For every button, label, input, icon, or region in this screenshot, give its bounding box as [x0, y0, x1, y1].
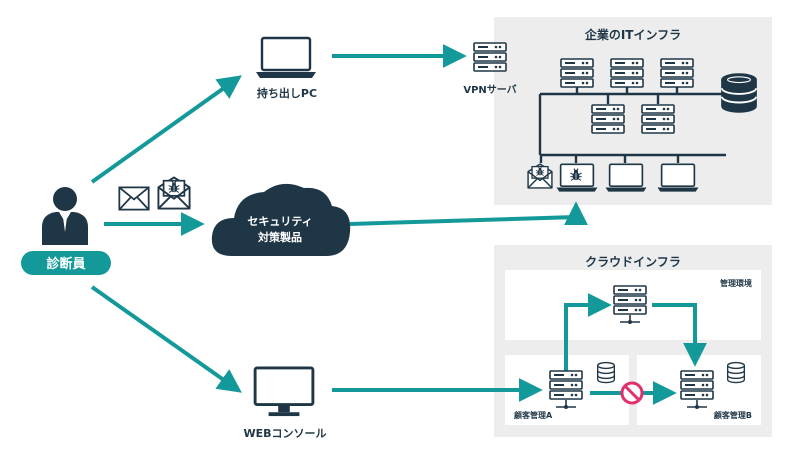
server-icon — [660, 58, 694, 88]
cloud-label-line2: 対策製品 — [257, 230, 302, 244]
vpn-label: VPNサーバ — [463, 84, 516, 96]
management-env-panel — [505, 270, 761, 340]
management-env-label: 管理環境 — [720, 278, 752, 288]
enterprise-network-lines — [538, 87, 726, 163]
person-label-pill — [21, 251, 111, 275]
person-label: 診断員 — [46, 256, 85, 272]
malware-mail-icon — [158, 177, 189, 208]
arrow-to-web-console — [90, 285, 242, 393]
enterprise-infra-title: 企業のITインフラ — [584, 27, 681, 42]
database-icon — [720, 73, 758, 113]
laptop-icon — [604, 163, 648, 193]
server-icon — [610, 58, 644, 88]
customer-b-database-icon — [726, 361, 746, 384]
arrow-to-laptop — [90, 75, 242, 184]
blocked-icon — [620, 381, 644, 405]
server-icon — [560, 58, 594, 88]
person-icon — [42, 187, 88, 245]
customer-a-database-icon — [596, 361, 616, 384]
laptop-icon — [656, 163, 700, 193]
cloud-infra-title: クラウドインフラ — [585, 255, 681, 269]
customer-b-label: 顧客管理B — [714, 410, 752, 420]
server-icon — [591, 104, 625, 134]
web-console-label: WEBコンソール — [243, 427, 326, 440]
web-console-monitor-icon — [253, 366, 315, 418]
laptop-icon — [254, 36, 318, 80]
arrow-to-enterprise-pc — [349, 201, 588, 226]
malware-mail-icon — [528, 164, 552, 188]
vpn-server-icon — [473, 42, 507, 72]
arrow-to-customer-b — [652, 303, 707, 367]
server-icon — [641, 104, 675, 134]
mail-icon — [118, 186, 150, 211]
arrow-to-management-server — [564, 293, 612, 372]
customer-a-label: 顧客管理A — [514, 410, 553, 420]
cloud-label-line1: セキュリティ — [247, 215, 312, 228]
cloud-icon — [211, 183, 351, 256]
laptop-label: 持ち出しPC — [257, 86, 317, 100]
